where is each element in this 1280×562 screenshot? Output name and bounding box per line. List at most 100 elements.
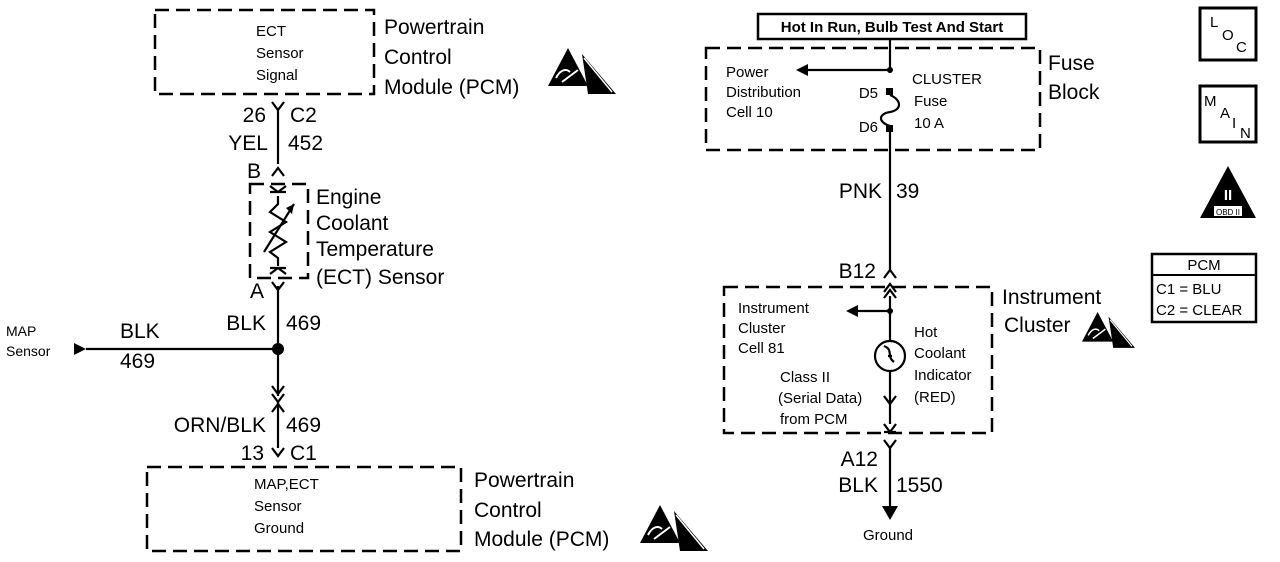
ect-pin-a: A xyxy=(250,280,264,303)
fuse-label-1: CLUSTER xyxy=(912,71,982,88)
wire-mid-color: BLK xyxy=(226,312,266,335)
obd-numeral: II xyxy=(1224,187,1232,204)
fuse-label-3: 10 A xyxy=(914,115,944,132)
map-sensor-label-2: Sensor xyxy=(6,343,51,359)
ic-class2-3: from PCM xyxy=(780,411,848,428)
map-arrow-icon xyxy=(74,343,86,355)
esd-warning-icon xyxy=(639,504,709,552)
ic-indicator-2: Coolant xyxy=(914,345,967,362)
wire-ground-circuit: 1550 xyxy=(896,474,943,497)
ic-label-1: Instrument xyxy=(1002,286,1101,309)
pcm-bottom-label-2: Control xyxy=(474,499,542,522)
wire-pnk-color: PNK xyxy=(839,180,882,203)
pcm-legend-row-1: C1 = BLU xyxy=(1156,281,1221,298)
hot-in-run-text: Hot In Run, Bulb Test And Start xyxy=(781,19,1003,36)
pcm-bottom-label-3: Module (PCM) xyxy=(474,528,609,551)
pcm-top-label-3: Module (PCM) xyxy=(384,76,519,99)
ect-sensor: B Engine Coolant Temperature (ECT) Senso… xyxy=(247,160,444,303)
obd-badge: II OBD II xyxy=(1200,166,1256,218)
ic-indicator-1: Hot xyxy=(914,324,938,341)
pcm-bottom: MAP,ECT Sensor Ground Powertrain Control… xyxy=(145,465,709,553)
map-sensor-label-1: MAP xyxy=(6,323,36,339)
wire-ground: A12 BLK 1550 Ground xyxy=(838,439,943,544)
pdc-label-3: Cell 10 xyxy=(726,104,773,121)
wire-top-conn: C2 xyxy=(290,104,317,127)
wire-top-color: YEL xyxy=(228,132,268,155)
ic-connector-in: B12 xyxy=(839,260,876,283)
ic-cell-1: Instrument xyxy=(738,300,810,317)
ect-label-2: Coolant xyxy=(316,212,389,235)
ic-class2-2: (Serial Data) xyxy=(778,390,862,407)
fuse-block: Fuse Block Power Distribution Cell 10 CL… xyxy=(704,46,1100,152)
ic-class2-1: Class II xyxy=(780,369,830,386)
ic-cell-2: Cluster xyxy=(738,320,786,337)
main-badge: M A I N xyxy=(1198,84,1258,144)
wire-top-pin: 26 xyxy=(243,104,266,127)
pcm-top-inner-3: Signal xyxy=(256,67,298,84)
ic-indicator-3: Indicator xyxy=(914,367,972,384)
pcm-bottom-label-1: Powertrain xyxy=(474,469,574,492)
ect-label-4: (ECT) Sensor xyxy=(316,266,444,289)
obd-triangle-icon xyxy=(1200,166,1256,218)
esd-warning-icon xyxy=(547,47,617,95)
instrument-cluster: Instrument Cluster Instrument Cluster Ce… xyxy=(722,282,1136,435)
pdc-label-1: Power xyxy=(726,64,769,81)
ground-label: Ground xyxy=(863,527,913,544)
ect-label-3: Temperature xyxy=(316,238,434,261)
pcm-bottom-inner-2: Sensor xyxy=(254,498,302,515)
pcm-legend-row-2: C2 = CLEAR xyxy=(1156,302,1242,319)
main-letter-n: N xyxy=(1240,125,1251,142)
pcm-top: ECT Sensor Signal Powertrain Control Mod… xyxy=(153,8,617,99)
pdc-label-2: Distribution xyxy=(726,84,801,101)
pcm-top-label-1: Powertrain xyxy=(384,16,484,39)
esd-warning-icon xyxy=(1081,311,1136,349)
ic-indicator-4: (RED) xyxy=(914,389,956,406)
fuse-label-2: Fuse xyxy=(914,93,947,110)
wire-top-circuit: 452 xyxy=(288,132,323,155)
wire-pnk: PNK 39 B12 xyxy=(839,132,919,283)
ect-label-1: Engine xyxy=(316,186,381,209)
ic-cell-3: Cell 81 xyxy=(738,340,785,357)
ground-arrow-icon xyxy=(882,506,898,520)
main-letter-i: I xyxy=(1232,115,1236,132)
fuse-symbol xyxy=(879,93,901,128)
pcm-top-inner-2: Sensor xyxy=(256,45,304,62)
loc-letter-c: C xyxy=(1236,39,1247,56)
pdc-arrow-icon xyxy=(796,64,808,76)
map-wire-color: BLK xyxy=(120,320,160,343)
wire-ground-color: BLK xyxy=(838,474,878,497)
cell-arrow-icon xyxy=(846,305,858,317)
wire-bottom-pin: 13 xyxy=(241,442,264,465)
map-wire-circuit: 469 xyxy=(120,350,155,373)
obd-label: OBD II xyxy=(1216,208,1240,217)
main-letter-a: A xyxy=(1220,105,1230,122)
ic-connector-out: A12 xyxy=(841,448,878,471)
fuse-pin-top: D5 xyxy=(859,85,878,102)
ect-pin-b: B xyxy=(247,160,261,183)
wire-mid-circuit: 469 xyxy=(286,312,321,335)
wire-bottom-circuit: 469 xyxy=(286,414,321,437)
main-letter-m: M xyxy=(1204,93,1217,110)
loc-letter-l: L xyxy=(1210,14,1218,31)
wire-bottom-conn: C1 xyxy=(290,442,317,465)
ic-label-2: Cluster xyxy=(1004,314,1071,337)
pcm-top-inner-1: ECT xyxy=(256,23,286,40)
map-sensor: MAP Sensor BLK 469 xyxy=(6,320,278,373)
fuse-pin-bottom: D6 xyxy=(859,119,878,136)
pcm-legend-title: PCM xyxy=(1187,257,1220,274)
pcm-legend: PCM C1 = BLU C2 = CLEAR xyxy=(1150,252,1258,324)
fuse-block-label-2: Block xyxy=(1048,81,1100,104)
hot-in-run-label: Hot In Run, Bulb Test And Start xyxy=(756,12,1028,41)
wire-mid: BLK 469 xyxy=(226,281,321,404)
fuse-block-label-1: Fuse xyxy=(1048,52,1095,75)
wire-top: 26 C2 YEL 452 xyxy=(228,101,323,177)
pcm-bottom-inner-3: Ground xyxy=(254,520,304,537)
wire-bottom: ORN/BLK 469 13 C1 xyxy=(174,402,321,465)
wire-bottom-color: ORN/BLK xyxy=(174,414,266,437)
pcm-top-label-2: Control xyxy=(384,46,452,69)
wire-pnk-circuit: 39 xyxy=(896,180,919,203)
loc-letter-o: O xyxy=(1222,27,1234,44)
pcm-bottom-inner-1: MAP,ECT xyxy=(254,476,319,493)
loc-badge: L O C xyxy=(1198,6,1258,62)
